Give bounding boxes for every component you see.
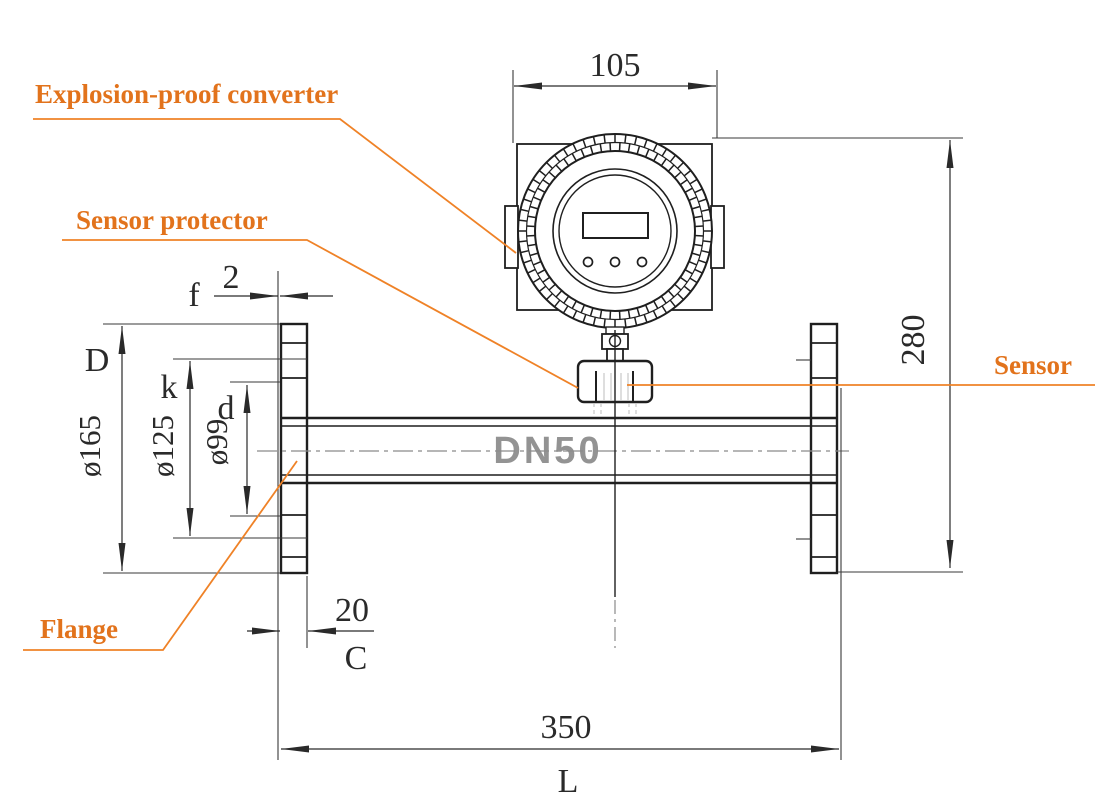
leader-explosion-proof-converter [33, 118, 517, 254]
dim-text-2: 2 [223, 259, 240, 296]
dim-text-d99: ø99 [199, 419, 234, 466]
flange-right-body [809, 322, 839, 575]
label-explosion-proof-converter: Explosion-proof converter [35, 79, 338, 109]
dim-text-280: 280 [895, 315, 932, 366]
sensor-hidden-lines [603, 373, 629, 401]
converter-side-tab-left [504, 205, 519, 269]
leader-sensor-protector [62, 239, 579, 389]
dim-text-d165: ø165 [72, 415, 107, 477]
converter-head [504, 133, 725, 329]
lcd-display [582, 212, 649, 239]
label-sensor-protector: Sensor protector [76, 205, 268, 235]
bezel-serration-ticks [518, 134, 712, 328]
label-flange: Flange [40, 614, 118, 644]
dim-text-20: 20 [335, 592, 369, 629]
dim-text-d125: ø125 [145, 415, 180, 477]
flange-left-body [279, 322, 309, 575]
dimension-lines [118, 82, 954, 753]
button-right [636, 256, 648, 268]
dim-text-350: 350 [541, 709, 592, 746]
dim-text-L: L [558, 763, 579, 797]
leader-flange [23, 460, 298, 651]
dim-text-105: 105 [590, 47, 641, 84]
callout-leaders [23, 118, 1095, 651]
converter-side-tab-right [710, 205, 725, 269]
flange-left [279, 322, 309, 575]
dim-text-C: C [345, 640, 368, 677]
extension-lines [103, 70, 963, 760]
label-sensor: Sensor [994, 350, 1072, 380]
flange-right [809, 322, 839, 575]
dim-text-k: k [161, 369, 178, 406]
sensor-hidden-lines-below [593, 403, 637, 417]
pipe-body [281, 416, 837, 485]
button-middle [609, 256, 621, 268]
dim-text-f: f [188, 277, 200, 314]
button-left [582, 256, 594, 268]
dim-text-D: D [85, 342, 110, 379]
dim-text-d: d [218, 390, 235, 427]
